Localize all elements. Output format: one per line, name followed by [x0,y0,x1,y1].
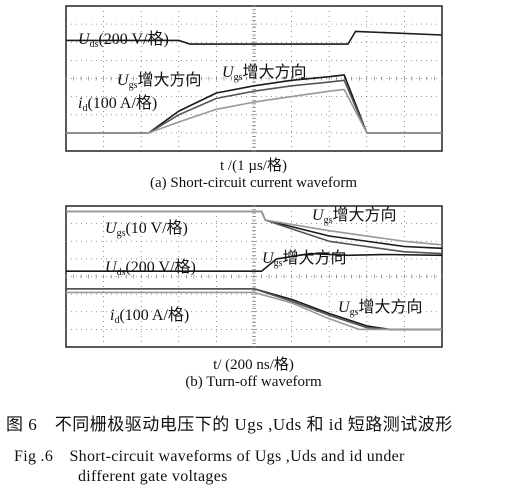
annotation-label-0: Uds(200 V/格) [78,30,169,50]
annotation-label-2: Ugs增大方向 [222,63,306,83]
panel-a-scope: Uds(200 V/格) Ugs增大方向 Ugs增大方向 id(100 A/格) [65,5,443,152]
trace-uds-0 [66,30,443,45]
annotation-label-5: id(100 A/格) [110,306,189,326]
panel-b-x-axis-label: t/ (200 ns/格) [213,357,294,373]
trace-uds-3 [66,252,443,273]
trace-id-1 [66,74,442,134]
annotation-label-1: Ugs增大方向 [117,71,201,91]
panel-a-x-axis-label: t /(1 µs/格) [220,158,287,174]
annotation-label-3: id(100 A/格) [78,94,157,114]
annotation-label-2: Ugs增大方向 [262,249,346,269]
panel-a-title: (a) Short-circuit current waveform [150,175,357,191]
trace-id-3 [66,88,442,134]
trace-ugs-2 [66,210,443,246]
figure-canvas: Uds(200 V/格) Ugs增大方向 Ugs增大方向 id(100 A/格) Ug… [65,5,443,348]
annotation-label-1: Ugs(10 V/格) [105,219,188,239]
trace-id-6 [66,291,442,331]
figure-caption-cn: 图 6 不同栅极驱动电压下的 Ugs ,Uds 和 id 短路测试波形 [6,415,453,434]
annotation-label-3: Uds(200 V/格) [105,258,196,278]
panel-b-scope: Ugs增大方向 Ugs(10 V/格) Ugs增大方向 Uds(200 V/格) Ugs… [65,205,443,348]
trace-id-2 [66,79,442,134]
figure-caption-en-line2: different gate voltages [78,468,228,485]
annotation-label-0: Ugs增大方向 [312,206,396,226]
figure-caption-en-line1: Fig .6 Short-circuit waveforms of Ugs ,U… [14,448,405,465]
annotation-label-4: Ugs增大方向 [338,298,422,318]
panel-b-title: (b) Turn-off waveform [185,374,322,390]
